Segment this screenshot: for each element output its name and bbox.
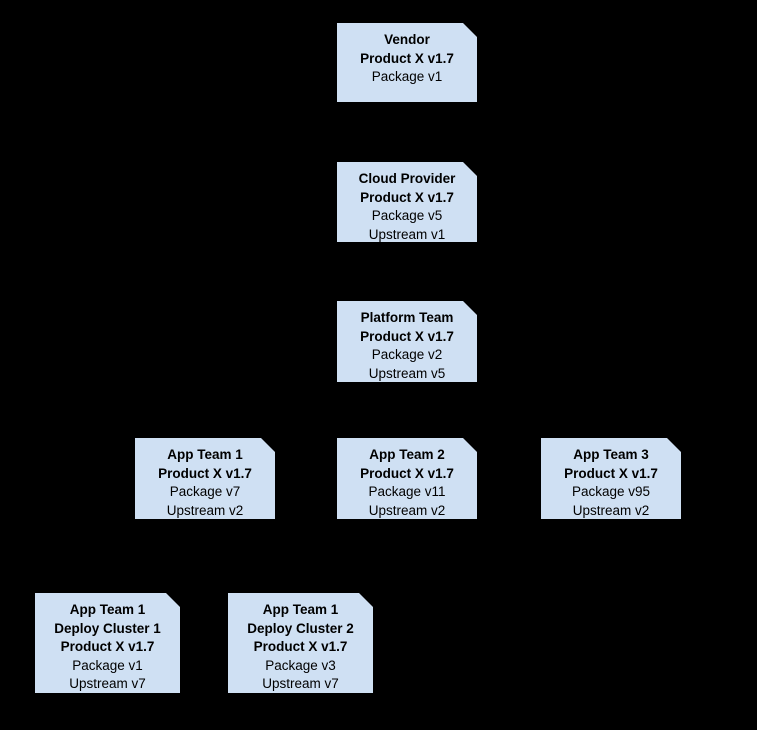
node-text-line: App Team 1 <box>262 602 339 617</box>
node-text-line: App Team 1 <box>69 602 146 617</box>
node-text-line: Upstream v5 <box>368 365 446 381</box>
app-team-1-deploy-cluster-1-node[interactable]: App Team 1 Deploy Cluster 1 Product X v1.7… <box>35 593 180 693</box>
node-text-line: Deploy Cluster 1 <box>54 620 161 636</box>
node-text-line: Package v1 <box>371 69 443 84</box>
node-text-line: Product X v1.7 <box>360 465 454 481</box>
node-text-line: Product X v1.7 <box>253 639 348 654</box>
node-text-line: Product X v1.7 <box>158 465 252 481</box>
node-text-line: App Team 2 <box>369 447 445 462</box>
node-text-line: Package v2 <box>371 347 443 362</box>
node-text-line: Upstream v7 <box>262 676 339 691</box>
node-text-line: Upstream v2 <box>368 502 446 518</box>
node-text-line: Package v3 <box>265 657 336 673</box>
node-text-line: Package v5 <box>371 208 443 223</box>
node-text-line: Product X v1.7 <box>360 50 454 66</box>
node-text-line: Product X v1.7 <box>360 328 454 344</box>
node-text-line: Upstream v7 <box>69 676 146 691</box>
node-text-line: Package v1 <box>72 657 143 673</box>
app-team-1-deploy-cluster-2-node[interactable]: App Team 1 Deploy Cluster 2 Product X v1.7… <box>228 593 373 693</box>
node-text-line: Product X v1.7 <box>60 639 155 654</box>
node-text-line: App Team 1 <box>167 447 243 462</box>
node-text-line: Product X v1.7 <box>360 189 454 205</box>
node-text-line: Upstream v1 <box>368 226 446 242</box>
node-text-line: Platform Team <box>360 310 454 325</box>
node-text-line: Package v11 <box>368 484 446 499</box>
node-text-line: Cloud Provider <box>358 171 456 186</box>
node-text-line: Deploy Cluster 2 <box>247 620 354 636</box>
node-text-line: Vendor <box>384 32 430 47</box>
node-text-line: Upstream v2 <box>166 502 244 518</box>
node-text-line: Upstream v2 <box>572 502 650 518</box>
node-text-line: Package v7 <box>169 484 241 499</box>
node-text-line: Product X v1.7 <box>564 465 658 481</box>
node-text-line: Package v95 <box>571 484 651 499</box>
node-text-line: App Team 3 <box>573 447 649 462</box>
